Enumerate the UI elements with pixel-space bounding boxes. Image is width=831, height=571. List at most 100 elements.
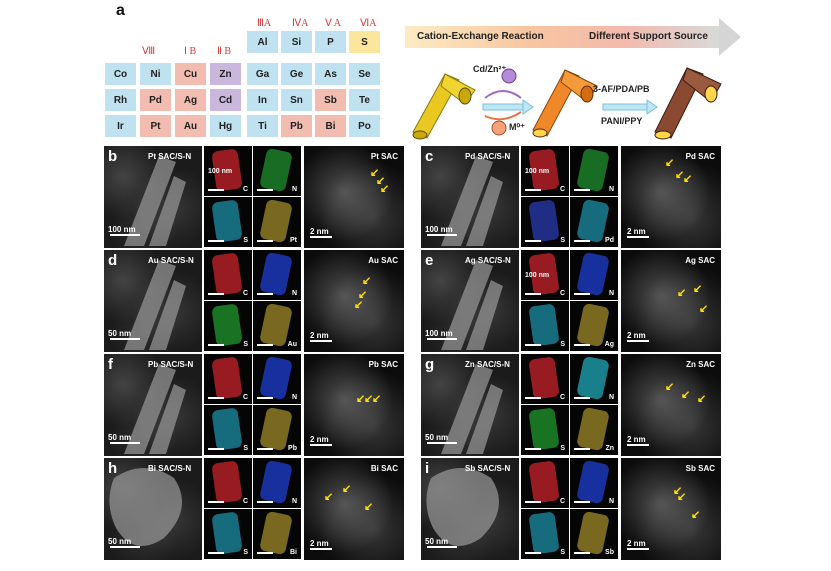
scale-bar [310,340,332,342]
element-distribution [259,459,293,505]
element-symbol: Au [287,341,297,348]
process-arrow [405,26,719,48]
yellow-arrow-icon: ↙ [675,169,685,181]
scale-label: 50 nm [425,433,449,442]
arrow-label-support-source: Different Support Source [589,31,708,42]
sample-title: Sb SAC/S-N [465,464,511,473]
element-symbol: S [243,445,248,452]
scale-bar [310,444,332,446]
yellow-arrow-icon: ↙ [681,389,691,401]
eds-map-n: N [253,146,301,196]
scale-label: 50 nm [425,537,449,546]
map-scale-bar [525,397,541,399]
scale-label: 2 nm [627,227,646,236]
image-texture [304,146,404,248]
sac-label: Bi SAC [370,464,398,473]
group-label-ib: Ⅰ B [184,46,197,57]
yellow-arrow-icon: ↙ [699,303,709,315]
element-distribution [528,356,560,400]
scale-label: 50 nm [108,329,132,338]
element-cell: Rh [104,88,137,112]
yellow-arrow-icon: ↙ [683,173,693,185]
orange-nanorod-icon [532,69,598,138]
sac-label: Ag SAC [685,256,715,265]
transform-arrow-icon [482,103,524,111]
eds-map-s: S [204,405,252,455]
scale-label: 2 nm [310,331,329,340]
haadf-micrograph: Pt SAC↙↙↙2 nm [304,146,404,248]
eds-map-n: N [570,354,618,404]
yellow-arrow-icon: ↙ [356,393,366,405]
eds-map-s: S [521,509,569,559]
element-symbol: C [242,498,248,505]
element-symbol: C [559,394,565,401]
yellow-arrow-icon: ↙ [354,299,364,311]
map-scale-bar [525,240,541,242]
process-arrow-head [719,18,741,56]
element-symbol: N [291,186,297,193]
yellow-arrow-icon: ↙ [358,289,368,301]
element-cell: Al [246,30,279,54]
eds-map-pt: Pt [253,197,301,247]
panel-letter-h: h [108,460,118,477]
scale-label: 2 nm [627,435,646,444]
haadf-micrograph: Zn SAC↙↙↙2 nm [621,354,721,456]
element-cell: Pb [280,114,313,138]
scale-bar [427,234,457,236]
scale-label: 100 nm [425,225,453,234]
map-scale-bar [574,501,590,503]
element-symbol: N [608,498,614,505]
eds-map-n: N [253,458,301,508]
scale-bar [310,548,332,550]
yellow-arrow-icon: ↙ [697,393,707,405]
element-distribution [211,407,243,451]
element-distribution [259,510,293,556]
element-distribution [528,511,560,555]
element-cell: Co [104,62,137,86]
yellow-arrow-icon: ↙ [665,157,675,169]
element-distribution [211,356,243,400]
scale-bar [627,444,649,446]
panel-letter-g: g [425,356,435,373]
map-scale-bar [208,189,224,191]
map-scale-bar [574,189,590,191]
eds-map-s: S [521,405,569,455]
image-texture [621,146,721,248]
eds-map-s: S [521,301,569,351]
scale-label: 2 nm [310,227,329,236]
element-cell: Ti [246,114,279,138]
ion-label-metal: M⁰⁺ [509,122,525,132]
element-symbol: C [559,290,565,297]
yellow-arrow-icon: ↙ [324,491,334,503]
yellow-arrow-icon: ↙ [673,485,683,497]
image-texture [621,354,721,456]
element-symbol: C [242,290,248,297]
yellow-arrow-icon: ↙ [364,501,374,513]
map-scale-bar [574,344,590,346]
element-distribution [259,198,293,244]
metal-sphere-icon [491,120,507,136]
element-distribution [528,303,560,347]
map-scale-bar [257,344,273,346]
element-distribution [211,199,243,243]
image-texture [304,354,404,456]
image-texture [304,458,404,560]
map-scale-bar [257,293,273,295]
element-distribution [211,460,243,504]
element-symbol: S [560,341,565,348]
group-label-iiia: ⅢA [257,18,272,29]
scale-bar [427,338,457,340]
scale-label: 2 nm [310,539,329,548]
sac-label: Pd SAC [685,152,715,161]
element-distribution [576,459,610,505]
support-label-top: 3-AF/PDA/PB [593,84,650,94]
haadf-micrograph: Au SAC↙↙↙2 nm [304,250,404,352]
group-label-iib: Ⅱ B [217,46,232,57]
element-distribution [528,407,560,451]
yellow-arrow-icon: ↙ [370,167,380,179]
element-symbol: S [560,549,565,556]
map-scale-label: 100 nm [525,168,550,175]
scale-bar [627,548,649,550]
eds-map-c: C [204,354,252,404]
